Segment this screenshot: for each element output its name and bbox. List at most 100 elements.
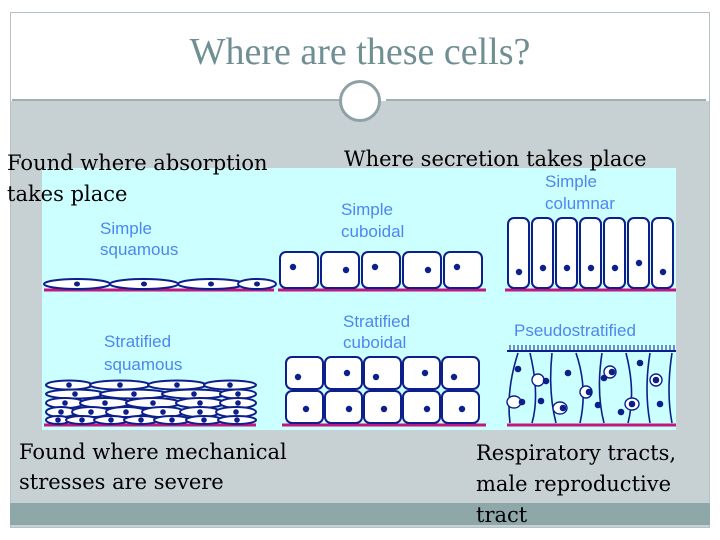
nucleus <box>88 409 94 415</box>
simple-columnar-cell <box>531 217 554 289</box>
caption-respiratory-line-2: male reproductive <box>476 472 672 496</box>
nucleus <box>191 391 197 397</box>
nucleus <box>55 417 61 423</box>
simple-columnar-cell <box>507 217 530 289</box>
label-simple-squamous-2: squamous <box>100 240 179 259</box>
simple-cuboidal-cell <box>443 251 483 289</box>
nucleus <box>108 417 114 423</box>
caption-mechanical-line-1: Found where mechanical <box>19 440 287 464</box>
nucleus <box>197 409 203 415</box>
nucleus <box>423 405 431 413</box>
simple-columnar-cell <box>555 217 578 289</box>
nucleus <box>235 400 241 406</box>
nucleus <box>131 391 137 397</box>
nucleus <box>302 405 310 413</box>
stratified-cuboidal-cell <box>363 356 402 390</box>
nucleus <box>617 408 625 416</box>
nucleus <box>197 400 203 406</box>
simple-columnar-cell <box>627 217 650 289</box>
nucleus <box>141 281 147 287</box>
caption-mechanical-line-2: stresses are severe <box>19 470 224 494</box>
title-divider-left <box>12 99 340 101</box>
nucleus <box>342 266 350 274</box>
nucleus <box>518 398 526 406</box>
simple-cuboidal-cell <box>361 251 401 289</box>
nucleus <box>234 417 240 423</box>
nucleus <box>656 400 664 408</box>
nucleus <box>600 374 608 382</box>
nucleus <box>150 400 156 406</box>
nucleus <box>587 264 595 272</box>
nucleus <box>72 391 78 397</box>
nucleus <box>594 401 602 409</box>
simple-columnar-cell <box>603 217 626 289</box>
caption-respiratory-line-1: Respiratory tracts, <box>476 441 677 465</box>
nucleus <box>79 417 85 423</box>
title-divider-circle <box>339 80 381 122</box>
simple-columnar-cell <box>579 217 602 289</box>
nucleus <box>453 263 461 271</box>
simple-columnar-cell <box>651 217 674 289</box>
label-stratified-squamous-1: Stratified <box>104 332 172 351</box>
nucleus <box>371 263 379 271</box>
nucleus <box>424 266 432 274</box>
simple-cuboidal-cell <box>279 251 319 289</box>
pseudostratified-cell-body <box>531 373 545 387</box>
label-pseudostratified: Pseudostratified <box>514 321 636 340</box>
nucleus <box>563 264 571 272</box>
label-simple-columnar-2: columnar <box>545 194 615 213</box>
slide-title: Where are these cells? <box>189 31 531 73</box>
pseudostratified-cell-boundary <box>529 352 537 424</box>
nucleus <box>611 264 619 272</box>
pseudostratified-cell-boundary <box>625 352 633 424</box>
nucleus <box>62 400 68 406</box>
nucleus <box>294 373 302 381</box>
stratified-cuboidal-cell <box>402 390 441 424</box>
nucleus <box>659 268 667 276</box>
nucleus <box>233 409 239 415</box>
caption-absorption-line-2: takes place <box>7 182 128 206</box>
nucleus <box>169 417 175 423</box>
caption-absorption-line-1: Found where absorption <box>7 151 268 175</box>
nucleus <box>123 409 129 415</box>
title-divider-right <box>386 99 706 101</box>
nucleus <box>289 263 297 271</box>
nucleus <box>514 365 522 373</box>
nucleus <box>537 397 545 405</box>
stratified-cuboidal-cell <box>324 356 363 390</box>
stratified-cuboidal-cell <box>324 390 363 424</box>
nucleus <box>138 417 144 423</box>
nucleus <box>542 377 550 385</box>
nucleus <box>160 409 166 415</box>
nucleus <box>421 369 429 377</box>
simple-cuboidal-cell <box>402 251 442 289</box>
nucleus <box>254 281 260 287</box>
label-stratified-cuboidal-1: Stratified <box>343 312 411 331</box>
caption-secretion: Where secretion takes place <box>344 147 647 171</box>
nucleus <box>102 400 108 406</box>
stratified-cuboidal-cell <box>402 356 441 390</box>
nucleus <box>117 382 123 388</box>
nucleus <box>201 417 207 423</box>
nucleus <box>635 259 643 267</box>
nucleus <box>66 382 72 388</box>
nucleus <box>559 404 567 412</box>
label-stratified-cuboidal-2: cuboidal <box>343 333 407 352</box>
nucleus <box>174 382 180 388</box>
nucleus <box>208 281 214 287</box>
nucleus <box>227 382 233 388</box>
label-simple-cuboidal-2: cuboidal <box>341 222 405 241</box>
stratified-cuboidal-cell <box>441 356 480 390</box>
nucleus <box>74 281 80 287</box>
pseudostratified-cell-boundary <box>646 352 651 424</box>
nucleus <box>539 264 547 272</box>
nucleus <box>564 369 572 377</box>
nucleus <box>235 391 241 397</box>
nucleus <box>450 373 458 381</box>
stratified-cuboidal-cell <box>285 356 324 390</box>
pseudostratified-cell-boundary <box>549 352 557 424</box>
pseudostratified-cell-boundary <box>508 352 519 424</box>
simple-cuboidal-cell <box>320 251 360 289</box>
nucleus <box>636 359 644 367</box>
